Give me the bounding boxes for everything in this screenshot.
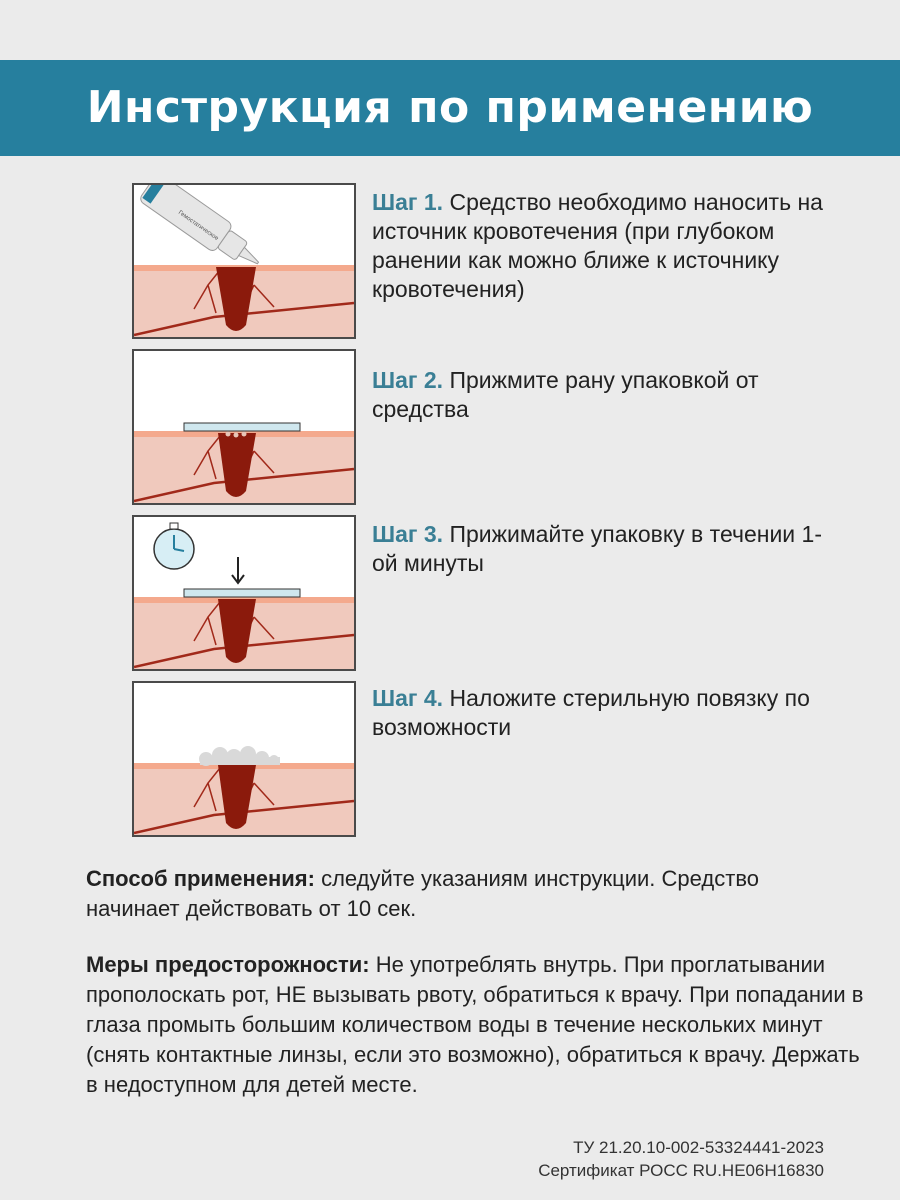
step-4-label: Шаг 4. [372, 685, 444, 711]
step-3-text-block: Шаг 3. Прижимайте упаковку в течении 1-о… [372, 520, 832, 578]
step-4-text-block: Шаг 4. Наложите стерильную повязку по во… [372, 684, 832, 742]
footer-block: ТУ 21.20.10-002-53324441-2023 Сертификат… [424, 1136, 824, 1182]
step-1-text-block: Шаг 1. Средство необходимо наносить на и… [372, 188, 832, 304]
step-4-illustration [132, 681, 356, 837]
step-2-text-block: Шаг 2. Прижмите рану упаковкой от средст… [372, 366, 832, 424]
usage-paragraph: Способ применения: следуйте указаниям ин… [86, 864, 766, 924]
step-2-illustration [132, 349, 356, 505]
certificate-code: Сертификат РОСС RU.HE06H16830 [538, 1161, 824, 1180]
stopwatch-icon [153, 522, 195, 570]
title-banner: Инструкция по применению [0, 60, 900, 156]
step-3-illustration [132, 515, 356, 671]
step-1-text: Средство необходимо наносить на источник… [372, 189, 823, 302]
step-3-text: Прижимайте упаковку в течении 1-ой минут… [372, 521, 822, 576]
step-3-label: Шаг 3. [372, 521, 444, 547]
step-2-text: Прижмите рану упаковкой от средства [372, 367, 759, 422]
tu-code: ТУ 21.20.10-002-53324441-2023 [573, 1138, 824, 1157]
step-2-label: Шаг 2. [372, 367, 444, 393]
bandage-icon [199, 746, 280, 766]
precautions-label: Меры предосторожности: [86, 952, 370, 977]
step-1-illustration: Гемостатическое [132, 183, 356, 339]
usage-text: следуйте указаниям инструкции. Средство … [86, 866, 759, 921]
precautions-paragraph: Меры предосторожности: Не употреблять вн… [86, 950, 866, 1100]
step-1-label: Шаг 1. [372, 189, 444, 215]
page-title: Инструкция по применению [86, 82, 814, 133]
usage-label: Способ применения: [86, 866, 315, 891]
precautions-text: Не употреблять внутрь. При проглатывании… [86, 952, 864, 1097]
step-4-text: Наложите стерильную повязку по возможнос… [372, 685, 810, 740]
